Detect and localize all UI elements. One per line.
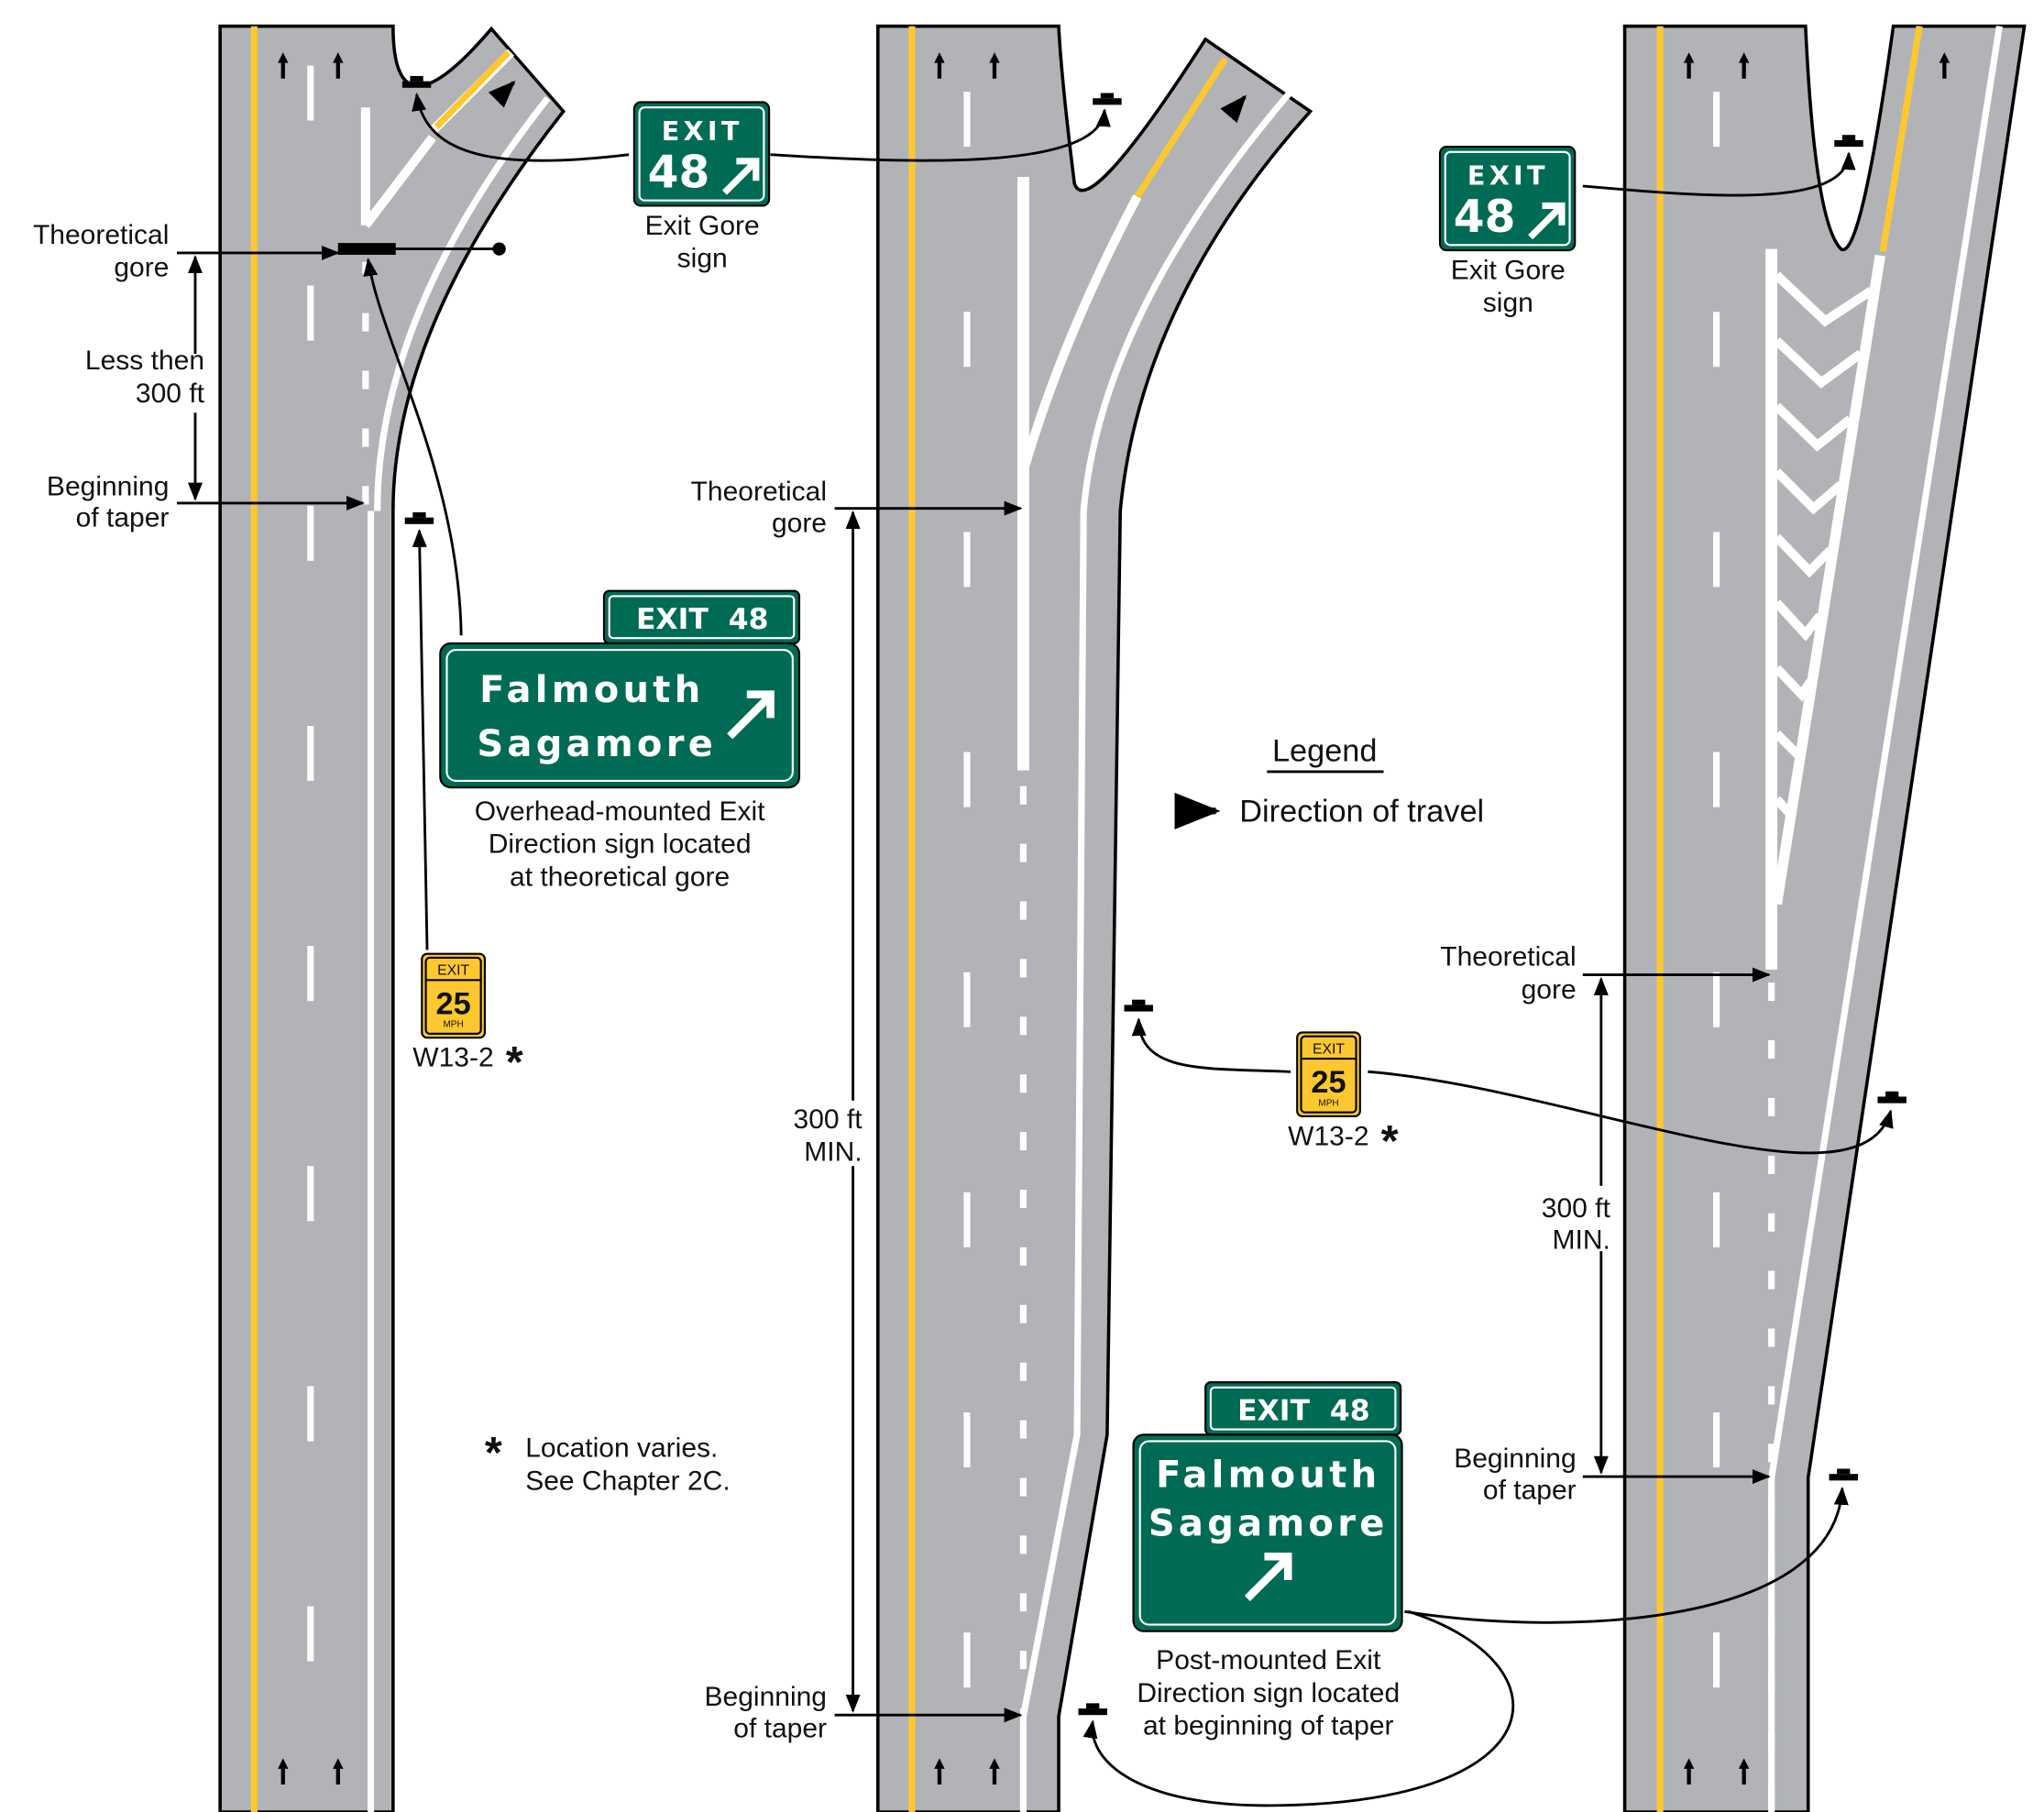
svg-text:Direction sign located: Direction sign located — [489, 829, 752, 860]
svg-text:EXIT: EXIT — [437, 963, 469, 979]
svg-text:Less then: Less then — [85, 346, 204, 376]
svg-text:Theoretical: Theoretical — [1440, 942, 1576, 972]
svg-text:300 ft: 300 ft — [1542, 1193, 1611, 1224]
middle-roadway — [875, 24, 1313, 1812]
svg-text:Theoretical: Theoretical — [691, 477, 827, 507]
svg-text:Legend: Legend — [1272, 734, 1377, 769]
svg-text:Exit Gore: Exit Gore — [1451, 255, 1566, 285]
svg-text:Sagamore: Sagamore — [1148, 1502, 1389, 1544]
advisory-speed-sign-1: EXIT 25 MPH — [421, 952, 486, 1039]
arrow-up-right-icon — [1528, 202, 1566, 240]
svg-text:300 ft: 300 ft — [136, 379, 205, 409]
arrow-up-right-icon — [721, 158, 760, 195]
svg-text:25: 25 — [1311, 1065, 1346, 1100]
svg-text:300 ft: 300 ft — [794, 1104, 863, 1135]
overhead-exit-direction-sign: EXIT 48 Falmouth Sagamore — [439, 589, 801, 789]
w13-2-label-2: W13-2 — [1288, 1121, 1368, 1151]
svg-text:Beginning: Beginning — [47, 471, 169, 501]
arrow-up-right-icon — [1244, 1552, 1292, 1602]
exit-gore-sign-2: EXIT 48 — [1438, 146, 1577, 252]
svg-text:sign: sign — [677, 244, 728, 274]
svg-text:Theoretical: Theoretical — [33, 220, 169, 250]
svg-text:at beginning of taper: at beginning of taper — [1143, 1711, 1394, 1741]
svg-text:Beginning: Beginning — [1454, 1444, 1576, 1474]
post-caption: Post-mounted Exit Direction sign located… — [1137, 1645, 1400, 1741]
svg-text:gore: gore — [772, 508, 827, 538]
legend: Legend Direction of travel — [1174, 734, 1484, 829]
svg-text:EXIT: EXIT — [1467, 160, 1549, 192]
left-roadway — [218, 24, 566, 1812]
leader-lines — [176, 92, 1894, 1807]
svg-text:Post-mounted Exit: Post-mounted Exit — [1156, 1645, 1381, 1675]
svg-text:EXIT 48: EXIT 48 — [636, 603, 768, 636]
w13-2-label-1: W13-2 — [412, 1043, 493, 1073]
labels: Theoretical gore Less then 300 ft Beginn… — [33, 211, 1611, 1744]
svg-text:Direction sign located: Direction sign located — [1137, 1678, 1400, 1708]
svg-text:Direction of travel: Direction of travel — [1239, 794, 1484, 829]
svg-text:Beginning: Beginning — [705, 1682, 827, 1712]
svg-text:48: 48 — [1454, 192, 1516, 243]
svg-text:Sagamore: Sagamore — [477, 723, 717, 765]
svg-text:gore: gore — [1522, 974, 1577, 1005]
asterisk-icon: * — [485, 1428, 502, 1477]
svg-text:at theoretical gore: at theoretical gore — [510, 862, 730, 892]
advisory-speed-sign-2: EXIT 25 MPH — [1296, 1031, 1361, 1118]
svg-text:EXIT 48: EXIT 48 — [1237, 1395, 1369, 1428]
svg-text:EXIT: EXIT — [1313, 1041, 1345, 1057]
svg-text:of taper: of taper — [733, 1714, 827, 1744]
svg-text:25: 25 — [436, 986, 471, 1021]
svg-text:Exit Gore: Exit Gore — [645, 211, 760, 241]
svg-text:of taper: of taper — [1483, 1475, 1577, 1505]
arrow-up-right-icon — [727, 690, 775, 740]
exit-gore-sign-1: EXIT 48 — [632, 101, 771, 207]
svg-text:Falmouth: Falmouth — [1156, 1454, 1380, 1496]
svg-text:Falmouth: Falmouth — [479, 669, 704, 711]
right-roadway — [1622, 24, 2027, 1812]
svg-text:Overhead-mounted Exit: Overhead-mounted Exit — [475, 796, 765, 827]
svg-text:of taper: of taper — [76, 503, 170, 533]
post-mounted-exit-direction-sign: EXIT 48 Falmouth Sagamore — [1132, 1381, 1403, 1632]
asterisk-icon: * — [1381, 1116, 1399, 1166]
asterisk-icon: * — [506, 1038, 523, 1087]
svg-text:48: 48 — [648, 147, 710, 198]
svg-text:MPH: MPH — [1318, 1098, 1338, 1108]
overhead-caption: Overhead-mounted Exit Direction sign loc… — [475, 796, 765, 892]
svg-text:Location varies.: Location varies. — [525, 1433, 718, 1464]
svg-text:EXIT: EXIT — [662, 115, 743, 147]
svg-text:sign: sign — [1483, 288, 1533, 318]
svg-text:See Chapter 2C.: See Chapter 2C. — [525, 1466, 730, 1496]
svg-text:gore: gore — [114, 253, 169, 283]
svg-text:MIN.: MIN. — [804, 1137, 862, 1168]
svg-text:MIN.: MIN. — [1553, 1224, 1610, 1255]
svg-text:MPH: MPH — [443, 1020, 463, 1030]
